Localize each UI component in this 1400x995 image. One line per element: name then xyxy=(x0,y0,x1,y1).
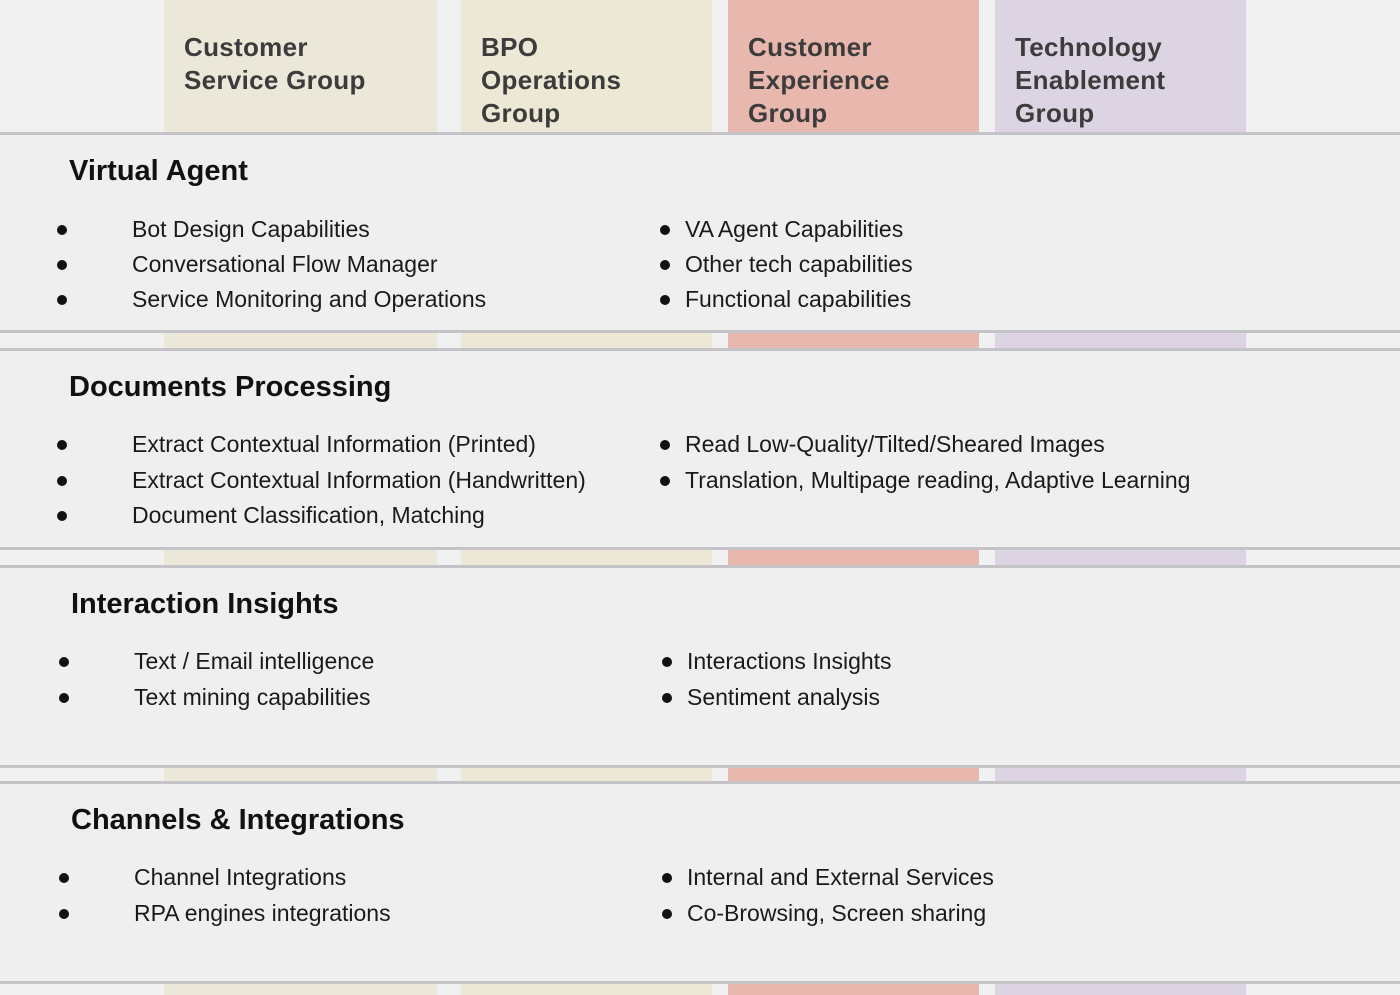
bullet-icon xyxy=(57,440,67,450)
capability-item: Extract Contextual Information (Handwrit… xyxy=(132,467,586,493)
group-header-line: BPO xyxy=(481,32,539,62)
bullet-icon xyxy=(59,657,69,667)
capability-item: Conversational Flow Manager xyxy=(132,251,438,277)
section-channels-integrations: Channels & Integrations Channel Integrat… xyxy=(0,781,1400,984)
bullet-icon xyxy=(662,693,672,703)
group-header-line: Customer xyxy=(184,32,308,62)
bullet-icon xyxy=(57,260,67,270)
capability-item: Translation, Multipage reading, Adaptive… xyxy=(685,467,1191,493)
capability-item: Interactions Insights xyxy=(687,648,892,674)
capability-item: Channel Integrations xyxy=(134,864,347,890)
bullet-icon xyxy=(660,260,670,270)
capability-item: Text mining capabilities xyxy=(134,684,371,710)
capability-item: Other tech capabilities xyxy=(685,251,913,277)
section-title: Interaction Insights xyxy=(71,588,339,620)
capability-item: VA Agent Capabilities xyxy=(685,216,904,242)
capability-item: Service Monitoring and Operations xyxy=(132,286,487,312)
bullet-icon xyxy=(57,476,67,486)
bullet-icon xyxy=(660,225,670,235)
capability-item: Text / Email intelligence xyxy=(134,648,375,674)
capability-item: Read Low-Quality/Tilted/Sheared Images xyxy=(685,431,1105,457)
section-title: Virtual Agent xyxy=(69,155,248,187)
group-header-line: Group xyxy=(748,98,828,128)
bullet-icon xyxy=(660,295,670,305)
capability-item: Extract Contextual Information (Printed) xyxy=(132,431,536,457)
group-header-customer-experience: Customer Experience Group xyxy=(728,11,979,133)
group-header-line: Operations xyxy=(481,65,622,95)
bullet-icon xyxy=(662,657,672,667)
capability-item: Sentiment analysis xyxy=(687,684,881,710)
group-header-line: Service Group xyxy=(184,65,366,95)
capability-item: Document Classification, Matching xyxy=(132,502,485,528)
group-header-line: Group xyxy=(1015,98,1095,128)
bullet-icon xyxy=(57,295,67,305)
capability-item: RPA engines integrations xyxy=(134,900,391,926)
capability-item: Bot Design Capabilities xyxy=(132,216,370,242)
capability-item: Functional capabilities xyxy=(685,286,912,312)
bullet-icon xyxy=(660,476,670,486)
group-header-technology-enablement: Technology Enablement Group xyxy=(995,11,1246,133)
section-title: Channels & Integrations xyxy=(71,804,405,836)
bullet-icon xyxy=(660,440,670,450)
bullet-icon xyxy=(59,909,69,919)
bullet-icon xyxy=(662,909,672,919)
group-header-line: Technology xyxy=(1015,32,1162,62)
bullet-icon xyxy=(57,511,67,521)
group-header-line: Customer xyxy=(748,32,872,62)
group-header-bpo-operations: BPO Operations Group xyxy=(461,11,712,133)
capability-item: Co-Browsing, Screen sharing xyxy=(687,900,987,926)
group-header-customer-service: Customer Service Group xyxy=(164,11,437,133)
bullet-icon xyxy=(662,873,672,883)
group-header-line: Enablement xyxy=(1015,65,1166,95)
group-header-line: Group xyxy=(481,98,561,128)
section-title: Documents Processing xyxy=(69,371,392,403)
group-header-line: Experience xyxy=(748,65,890,95)
section-virtual-agent: Virtual Agent Bot Design Capabilities Co… xyxy=(0,132,1400,333)
section-documents-processing: Documents Processing Extract Contextual … xyxy=(0,348,1400,550)
bullet-icon xyxy=(57,225,67,235)
bullet-icon xyxy=(59,693,69,703)
capability-item: Internal and External Services xyxy=(687,864,994,890)
bullet-icon xyxy=(59,873,69,883)
section-interaction-insights: Interaction Insights Text / Email intell… xyxy=(0,565,1400,768)
